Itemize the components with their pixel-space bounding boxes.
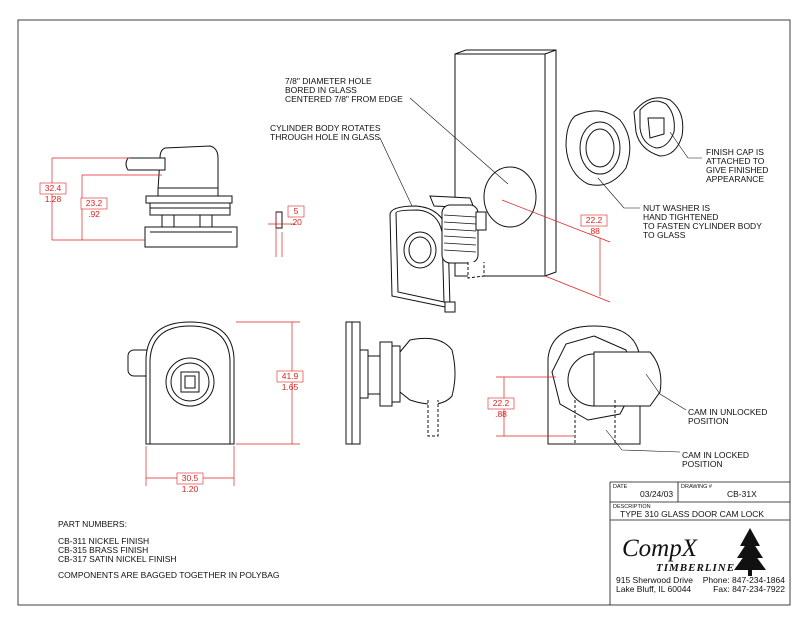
callout-hole: 7/8" DIAMETER HOLE BORED IN GLASS CENTER… — [285, 76, 403, 104]
edge-dimension — [501, 199, 611, 303]
svg-text:APPEARANCE: APPEARANCE — [706, 174, 764, 184]
svg-text:POSITION: POSITION — [682, 459, 723, 469]
svg-text:THROUGH HOLE IN GLASS: THROUGH HOLE IN GLASS — [270, 132, 380, 142]
svg-text:CAM IN UNLOCKED: CAM IN UNLOCKED — [688, 407, 767, 417]
compx-logo: CompX — [622, 535, 699, 562]
svg-text:5: 5 — [294, 206, 299, 216]
cam-leaders — [605, 373, 687, 453]
callout-nut-washer: NUT WASHER IS HAND TIGHTENED TO FASTEN C… — [643, 203, 762, 240]
svg-text:ATTACHED TO: ATTACHED TO — [706, 156, 765, 166]
svg-text:CENTERED 7/8" FROM EDGE: CENTERED 7/8" FROM EDGE — [285, 94, 403, 104]
side-view — [125, 145, 283, 248]
drawing-date: 03/24/03 — [640, 489, 673, 499]
dim-body-height: 23.2 .92 — [80, 197, 108, 219]
svg-text:TO GLASS: TO GLASS — [643, 230, 686, 240]
svg-text:PART NUMBERS:: PART NUMBERS: — [58, 519, 127, 529]
svg-text:CB-315 BRASS FINISH: CB-315 BRASS FINISH — [58, 545, 148, 555]
svg-text:22.2: 22.2 — [586, 215, 603, 225]
pine-tree-icon — [734, 528, 766, 576]
date-label: DATE — [613, 484, 628, 490]
svg-text:.92: .92 — [88, 209, 100, 219]
svg-text:1.28: 1.28 — [45, 194, 62, 204]
svg-text:GIVE FINISHED: GIVE FINISHED — [706, 165, 768, 175]
front-view-dimensions — [145, 321, 300, 486]
svg-text:CAM IN LOCKED: CAM IN LOCKED — [682, 450, 749, 460]
timberline-wordmark: TIMBERLINE — [656, 562, 735, 574]
description-label: DESCRIPTION — [613, 504, 651, 510]
svg-text:TO FASTEN CYLINDER BODY: TO FASTEN CYLINDER BODY — [643, 221, 762, 231]
exploded-view — [389, 49, 684, 313]
dim-edge-distance: 22.2 .88 — [580, 214, 608, 236]
callout-cam-unlocked: CAM IN UNLOCKED POSITION — [688, 407, 767, 426]
drawing-description: TYPE 310 GLASS DOOR CAM LOCK — [620, 509, 764, 519]
profile-view — [345, 321, 456, 445]
svg-text:FINISH CAP IS: FINISH CAP IS — [706, 147, 764, 157]
fax-number: Fax: 847-234-7922 — [713, 584, 785, 594]
svg-text:POSITION: POSITION — [688, 416, 729, 426]
drawing-number: CB-31X — [727, 489, 757, 499]
svg-text:.20: .20 — [290, 217, 302, 227]
part-numbers-notes: PART NUMBERS: CB-311 NICKEL FINISH CB-31… — [58, 519, 280, 580]
svg-text:30.5: 30.5 — [182, 473, 199, 483]
svg-text:CB-311 NICKEL FINISH: CB-311 NICKEL FINISH — [58, 536, 149, 546]
dim-cam-offset: 22.2 .88 — [487, 397, 515, 419]
callout-cylinder: CYLINDER BODY ROTATES THROUGH HOLE IN GL… — [270, 123, 381, 142]
svg-text:32.4: 32.4 — [45, 183, 62, 193]
callout-leaders — [379, 97, 702, 209]
svg-text:1.20: 1.20 — [182, 484, 199, 494]
svg-text:41.9: 41.9 — [282, 371, 299, 381]
svg-text:.88: .88 — [588, 226, 600, 236]
sheet-border — [17, 19, 791, 606]
callout-cam-locked: CAM IN LOCKED POSITION — [682, 450, 749, 469]
svg-text:7/8" DIAMETER HOLE: 7/8" DIAMETER HOLE — [285, 76, 372, 86]
svg-text:1.65: 1.65 — [282, 382, 299, 392]
svg-text:22.2: 22.2 — [493, 398, 510, 408]
svg-text:HAND TIGHTENED: HAND TIGHTENED — [643, 212, 718, 222]
dim-cam-thickness: 5 .20 — [287, 205, 305, 227]
front-view — [127, 321, 235, 445]
cam-position-view — [547, 325, 662, 445]
address-line-2: Lake Bluff, IL 60044 — [616, 584, 691, 594]
drawing-number-label: DRAWING # — [681, 484, 713, 490]
title-block — [609, 481, 790, 605]
phone-number: Phone: 847-234-1864 — [703, 575, 786, 585]
svg-text:BORED IN GLASS: BORED IN GLASS — [285, 85, 357, 95]
dim-face-height: 41.9 1.65 — [276, 370, 304, 392]
dim-face-width: 30.5 1.20 — [176, 472, 204, 494]
address-line-1: 915 Sherwood Drive — [616, 575, 693, 585]
side-view-dimensions — [51, 157, 295, 257]
callout-finish-cap: FINISH CAP IS ATTACHED TO GIVE FINISHED … — [706, 147, 768, 184]
dim-overall-height: 32.4 1.28 — [39, 182, 67, 204]
svg-text:23.2: 23.2 — [86, 198, 103, 208]
svg-text:CYLINDER BODY ROTATES: CYLINDER BODY ROTATES — [270, 123, 381, 133]
svg-text:CB-317 SATIN NICKEL FINISH: CB-317 SATIN NICKEL FINISH — [58, 554, 177, 564]
svg-text:NUT WASHER IS: NUT WASHER IS — [643, 203, 710, 213]
svg-text:.88: .88 — [495, 409, 507, 419]
svg-text:COMPONENTS ARE BAGGED TOGETHER: COMPONENTS ARE BAGGED TOGETHER IN POLYBA… — [58, 570, 280, 580]
